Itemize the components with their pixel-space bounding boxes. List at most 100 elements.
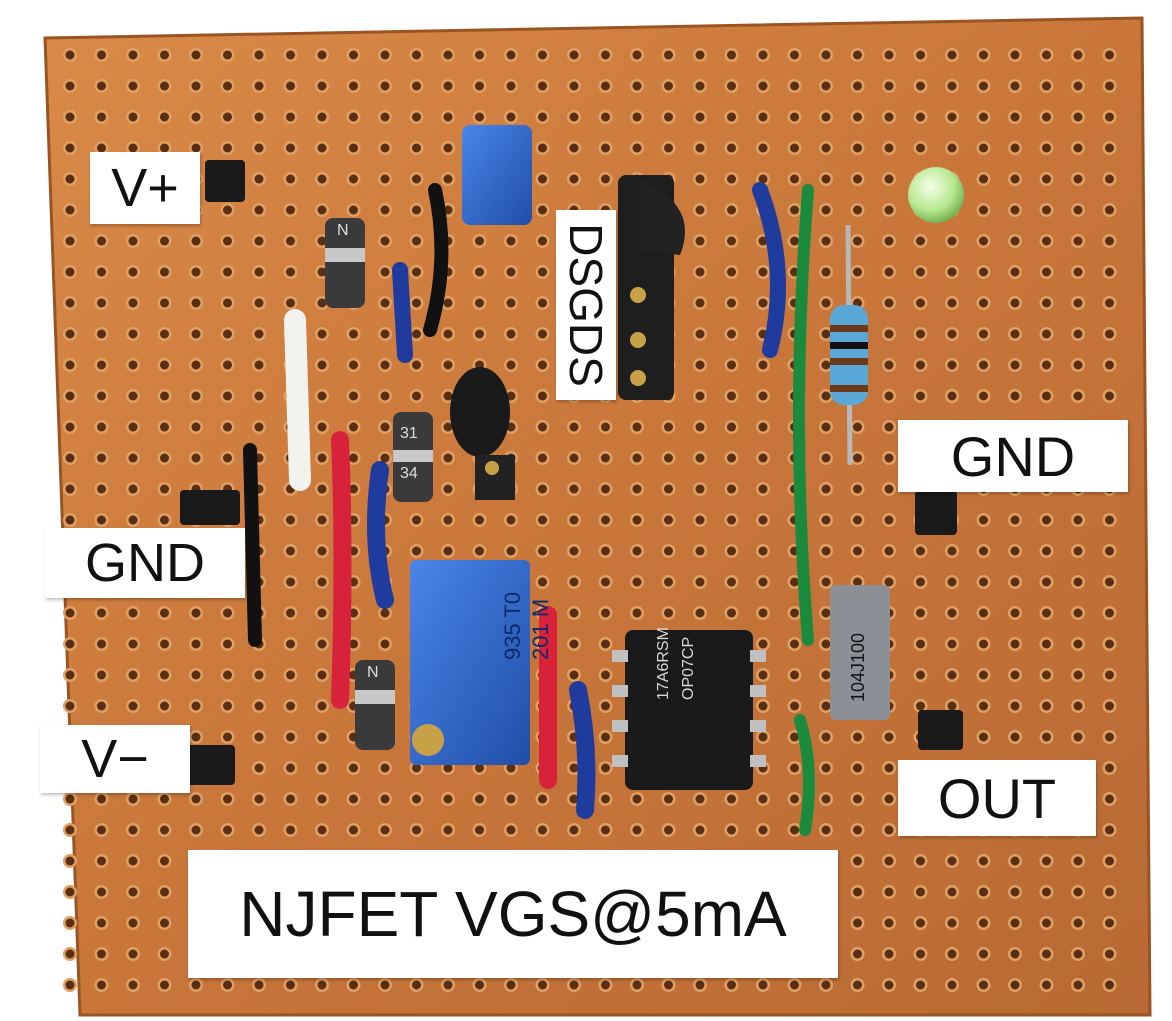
hole	[317, 453, 327, 463]
hole	[191, 794, 201, 804]
hole	[475, 267, 484, 277]
hole	[254, 794, 264, 804]
hole	[317, 639, 327, 649]
hole	[979, 112, 988, 122]
hole	[538, 453, 547, 463]
gnd-right-label: GND	[898, 420, 1128, 492]
hole	[317, 577, 327, 587]
hole	[947, 236, 957, 246]
hole	[569, 639, 579, 649]
hole	[727, 174, 736, 184]
hole	[317, 174, 327, 184]
trimpot	[410, 560, 530, 765]
hole	[538, 391, 547, 401]
hole	[884, 329, 894, 339]
hole	[65, 918, 75, 928]
diode-mid	[393, 412, 433, 502]
hole	[443, 422, 453, 432]
hole	[884, 112, 894, 122]
hole	[821, 980, 831, 990]
hole	[412, 794, 421, 804]
hole	[286, 143, 295, 153]
hole	[758, 794, 768, 804]
hole	[632, 546, 642, 556]
hole	[884, 50, 894, 60]
hole	[1010, 515, 1020, 525]
hole	[758, 701, 768, 711]
hole	[191, 298, 201, 308]
trimpot-marking-top: 935 T0	[500, 591, 525, 660]
hole	[317, 81, 327, 91]
hole	[254, 763, 264, 773]
hole	[223, 391, 232, 401]
hole	[380, 391, 390, 401]
hole	[758, 608, 768, 618]
hole	[1010, 298, 1020, 308]
diode-bottom	[355, 660, 395, 750]
hole	[727, 205, 736, 215]
hole	[1105, 391, 1114, 401]
hole	[506, 763, 516, 773]
hole	[128, 112, 138, 122]
hole	[1105, 701, 1114, 711]
hole	[97, 515, 106, 525]
hole	[475, 81, 484, 91]
hole	[160, 856, 169, 866]
hole	[853, 81, 862, 91]
hole	[1073, 980, 1083, 990]
hole	[160, 267, 169, 277]
hole	[412, 298, 421, 308]
hole	[65, 298, 75, 308]
hole	[947, 143, 957, 153]
hole	[884, 887, 894, 897]
hole	[1073, 236, 1083, 246]
hole	[1073, 546, 1083, 556]
hole	[97, 484, 106, 494]
hole	[569, 81, 579, 91]
hole	[254, 701, 264, 711]
hole	[569, 825, 579, 835]
hole	[286, 577, 295, 587]
hole	[191, 360, 201, 370]
hole	[790, 980, 799, 990]
hole	[664, 980, 673, 990]
hole	[947, 329, 957, 339]
hole	[1042, 50, 1051, 60]
hole	[412, 143, 421, 153]
hole	[853, 918, 862, 928]
hole	[821, 484, 831, 494]
hole	[317, 360, 327, 370]
hole	[601, 763, 610, 773]
hole	[97, 422, 106, 432]
hole	[65, 112, 75, 122]
hole	[223, 422, 232, 432]
hole	[664, 50, 673, 60]
hole	[695, 112, 705, 122]
hole	[916, 236, 925, 246]
hole	[569, 422, 579, 432]
hole	[727, 515, 736, 525]
hole	[97, 639, 106, 649]
hole	[443, 298, 453, 308]
hole	[947, 81, 957, 91]
hole	[97, 887, 106, 897]
hole	[601, 81, 610, 91]
hole	[916, 267, 925, 277]
hole	[128, 360, 138, 370]
hole	[538, 484, 547, 494]
wire-blue-bottom	[569, 681, 596, 819]
diode-top-marking: N	[337, 222, 349, 239]
hole	[160, 918, 169, 928]
hole	[160, 329, 169, 339]
hole	[1042, 949, 1051, 959]
hole	[695, 329, 705, 339]
hole	[1073, 112, 1083, 122]
hole	[160, 391, 169, 401]
hole	[286, 267, 295, 277]
hole	[790, 236, 799, 246]
hole	[443, 484, 453, 494]
hole	[569, 143, 579, 153]
hole	[853, 205, 862, 215]
hole	[1105, 577, 1114, 587]
